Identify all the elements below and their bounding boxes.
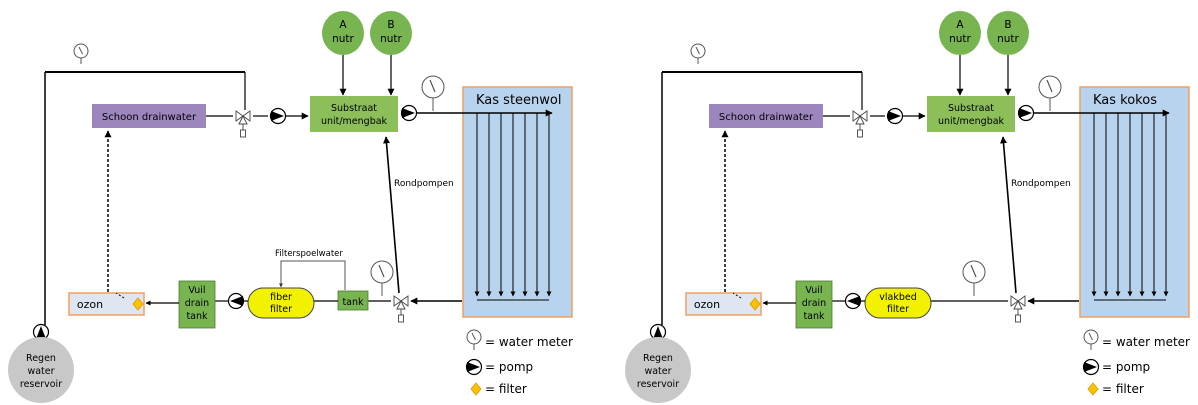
left-nutrient-b-circle	[370, 11, 412, 55]
right-meter-icon	[1038, 75, 1062, 112]
right-legend: = water meter = pomp = filter	[1082, 329, 1190, 396]
right-reservoir-l3: reservoir	[637, 379, 679, 390]
left-diagram: Kas steenwol A nutr B nutr Substraat uni…	[8, 11, 573, 403]
right-flatbed-filter	[864, 287, 932, 319]
legend-pump-label: = pomp	[485, 360, 533, 374]
right-reservoir	[625, 337, 691, 403]
right-recirculation-label: Rondpompen	[1011, 179, 1071, 189]
left-greenhouse-box	[462, 86, 573, 318]
left-substrate-unit	[310, 96, 398, 132]
left-nutrient-a-circle	[322, 11, 364, 55]
right-clean-drainwater-label: Schoon drainwater	[719, 112, 814, 123]
left-dirty-drain-tank	[178, 280, 216, 329]
right-nutrient-a-l2: nutr	[949, 33, 971, 45]
left-meter-bottom-icon	[370, 260, 394, 297]
right-meter-bottom-icon	[962, 260, 986, 297]
right-substrate-unit	[927, 96, 1015, 132]
right-dirty-drain-tank	[795, 280, 833, 329]
left-nutrient-b-l1: B	[387, 19, 394, 31]
left-fiber-filter	[247, 287, 315, 319]
left-recirculation-label: Rondpompen	[394, 179, 454, 189]
right-nutrient-b-l2: nutr	[997, 33, 1019, 45]
left-dirty-tank-l2: drain	[185, 298, 209, 309]
left-reservoir-l2: water	[27, 366, 54, 377]
left-filter-rinse-label: Filterspoelwater	[275, 249, 343, 259]
left-nutrient-b-l2: nutr	[380, 33, 402, 45]
left-clean-drainwater-box	[92, 104, 206, 128]
left-filter-l2: filter	[270, 304, 292, 315]
left-tank-label: tank	[342, 297, 364, 308]
right-nutrient-b-circle	[987, 11, 1029, 55]
left-meter-top-icon	[73, 43, 89, 65]
right-nutrient-a-circle	[939, 11, 981, 55]
right-nutrient-b-l1: B	[1004, 19, 1011, 31]
right-substrate-l2: unit/mengbak	[938, 116, 1005, 127]
legend-water-meter-icon	[466, 329, 482, 351]
right-filter-l1: vlakbed	[879, 292, 917, 303]
legend-pump-icon	[1082, 358, 1100, 376]
right-reservoir-l1: Regen	[643, 353, 673, 364]
right-substrate-l1: Substraat	[948, 103, 994, 114]
left-filter-l1: fiber	[270, 292, 292, 303]
left-nutrient-a-l2: nutr	[332, 33, 354, 45]
legend-pump-label: = pomp	[1102, 360, 1150, 374]
legend-filter-label: = filter	[1102, 382, 1144, 396]
right-diagram: Kas kokos A nutr B nutr Substraat unit/m…	[625, 11, 1190, 403]
left-pump-icon	[400, 104, 418, 122]
right-dirty-tank-l1: Vuil	[805, 285, 822, 296]
right-greenhouse-box	[1079, 86, 1190, 318]
right-pump-bottom-icon	[844, 292, 862, 310]
right-ozone-box	[685, 292, 762, 316]
right-pump-icon	[1017, 104, 1035, 122]
left-greenhouse-rows	[474, 113, 552, 301]
right-valve-top-icon	[852, 110, 868, 138]
left-substrate-l1: Substraat	[331, 103, 377, 114]
right-clean-drainwater-box	[709, 104, 823, 128]
right-dirty-tank-l3: tank	[803, 311, 825, 322]
left-dirty-tank-l3: tank	[186, 311, 208, 322]
right-greenhouse-label: Kas kokos	[1093, 93, 1157, 108]
left-ozone-box	[68, 292, 145, 316]
right-nutrient-a-l1: A	[956, 19, 964, 31]
left-meter-icon	[421, 75, 445, 112]
left-valve-top-icon	[235, 110, 251, 138]
left-dirty-tank-l1: Vuil	[188, 285, 205, 296]
legend-filter-icon	[470, 382, 482, 396]
right-ozone-label: ozon	[694, 298, 720, 311]
right-filter-l2: filter	[887, 304, 909, 315]
left-greenhouse-label: Kas steenwol	[476, 93, 561, 108]
left-valve-bottom-icon	[393, 295, 409, 323]
right-valve-bottom-icon	[1010, 295, 1026, 323]
left-nutrient-a-l1: A	[339, 19, 347, 31]
legend-water-meter-label: = water meter	[1102, 335, 1190, 349]
legend-filter-icon	[1087, 382, 1099, 396]
legend-water-meter-label: = water meter	[485, 335, 573, 349]
left-pump-top-icon	[269, 107, 287, 125]
right-meter-top-icon	[690, 43, 706, 65]
left-clean-drainwater-label: Schoon drainwater	[102, 112, 197, 123]
right-dirty-tank-l2: drain	[802, 298, 826, 309]
legend-water-meter-icon	[1083, 329, 1099, 351]
left-pump-bottom-icon	[227, 292, 245, 310]
right-greenhouse-rows	[1091, 113, 1169, 301]
left-legend: = water meter = pomp = filter	[465, 329, 573, 396]
left-ozone-label: ozon	[77, 298, 103, 311]
left-substrate-l2: unit/mengbak	[321, 116, 388, 127]
left-reservoir-l1: Regen	[26, 353, 56, 364]
left-reservoir-l3: reservoir	[20, 379, 62, 390]
legend-pump-icon	[465, 358, 483, 376]
right-reservoir-l2: water	[644, 366, 671, 377]
right-pump-top-icon	[886, 107, 904, 125]
legend-filter-label: = filter	[485, 382, 527, 396]
left-reservoir	[8, 337, 74, 403]
